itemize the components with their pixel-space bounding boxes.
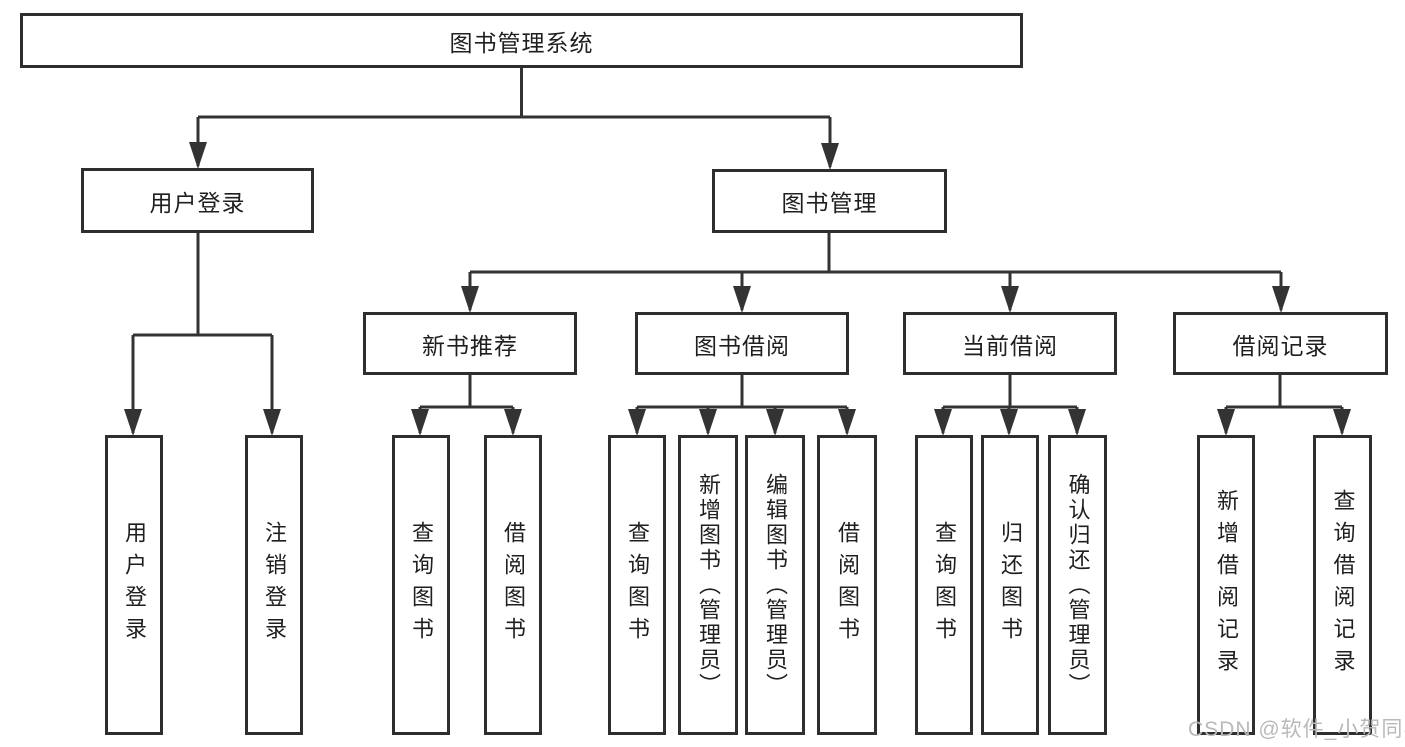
- node-book-management: 图书管理: [712, 169, 947, 233]
- node-confirm-return-admin: 确认归还（管理员）: [1048, 435, 1107, 735]
- node-query-books-borrowing: 查询图书: [608, 435, 666, 735]
- node-label: 查询图书: [625, 521, 650, 649]
- node-borrow-books-borrowing: 借阅图书: [817, 435, 877, 735]
- node-root: 图书管理系统: [20, 13, 1023, 68]
- node-add-borrow-record: 新增借阅记录: [1197, 435, 1255, 735]
- node-label: 借阅图书: [835, 521, 860, 649]
- node-new-book-recommendation: 新书推荐: [363, 312, 577, 375]
- node-label: 查询图书: [409, 521, 434, 649]
- node-query-borrow-record: 查询借阅记录: [1313, 435, 1372, 735]
- node-label: 查询借阅记录: [1330, 489, 1356, 681]
- node-label: 归还图书: [998, 521, 1023, 649]
- node-label: 借阅图书: [501, 521, 526, 649]
- node-borrow-books-recommend: 借阅图书: [484, 435, 542, 735]
- node-label: 查询图书: [932, 521, 957, 649]
- node-label: 新增借阅记录: [1214, 489, 1239, 681]
- node-current-borrowing: 当前借阅: [903, 312, 1117, 375]
- node-label: 编辑图书（管理员）: [763, 472, 788, 698]
- node-return-books: 归还图书: [981, 435, 1039, 735]
- node-query-books-current: 查询图书: [915, 435, 973, 735]
- node-logout-leaf: 注销登录: [245, 435, 303, 735]
- node-label: 用户登录: [122, 521, 147, 649]
- watermark: CSDN @软件_小贺同学: [1188, 718, 1405, 741]
- node-borrowing-records: 借阅记录: [1173, 312, 1388, 375]
- node-user-login-leaf: 用户登录: [105, 435, 163, 735]
- node-edit-books-admin: 编辑图书（管理员）: [745, 435, 805, 735]
- node-query-books-recommend: 查询图书: [392, 435, 450, 735]
- node-book-borrowing: 图书借阅: [635, 312, 849, 375]
- node-label: 确认归还（管理员）: [1065, 472, 1091, 698]
- node-label: 新增图书（管理员）: [696, 472, 721, 698]
- node-add-books-admin: 新增图书（管理员）: [678, 435, 738, 735]
- node-user-login: 用户登录: [81, 168, 314, 233]
- node-label: 注销登录: [262, 521, 287, 649]
